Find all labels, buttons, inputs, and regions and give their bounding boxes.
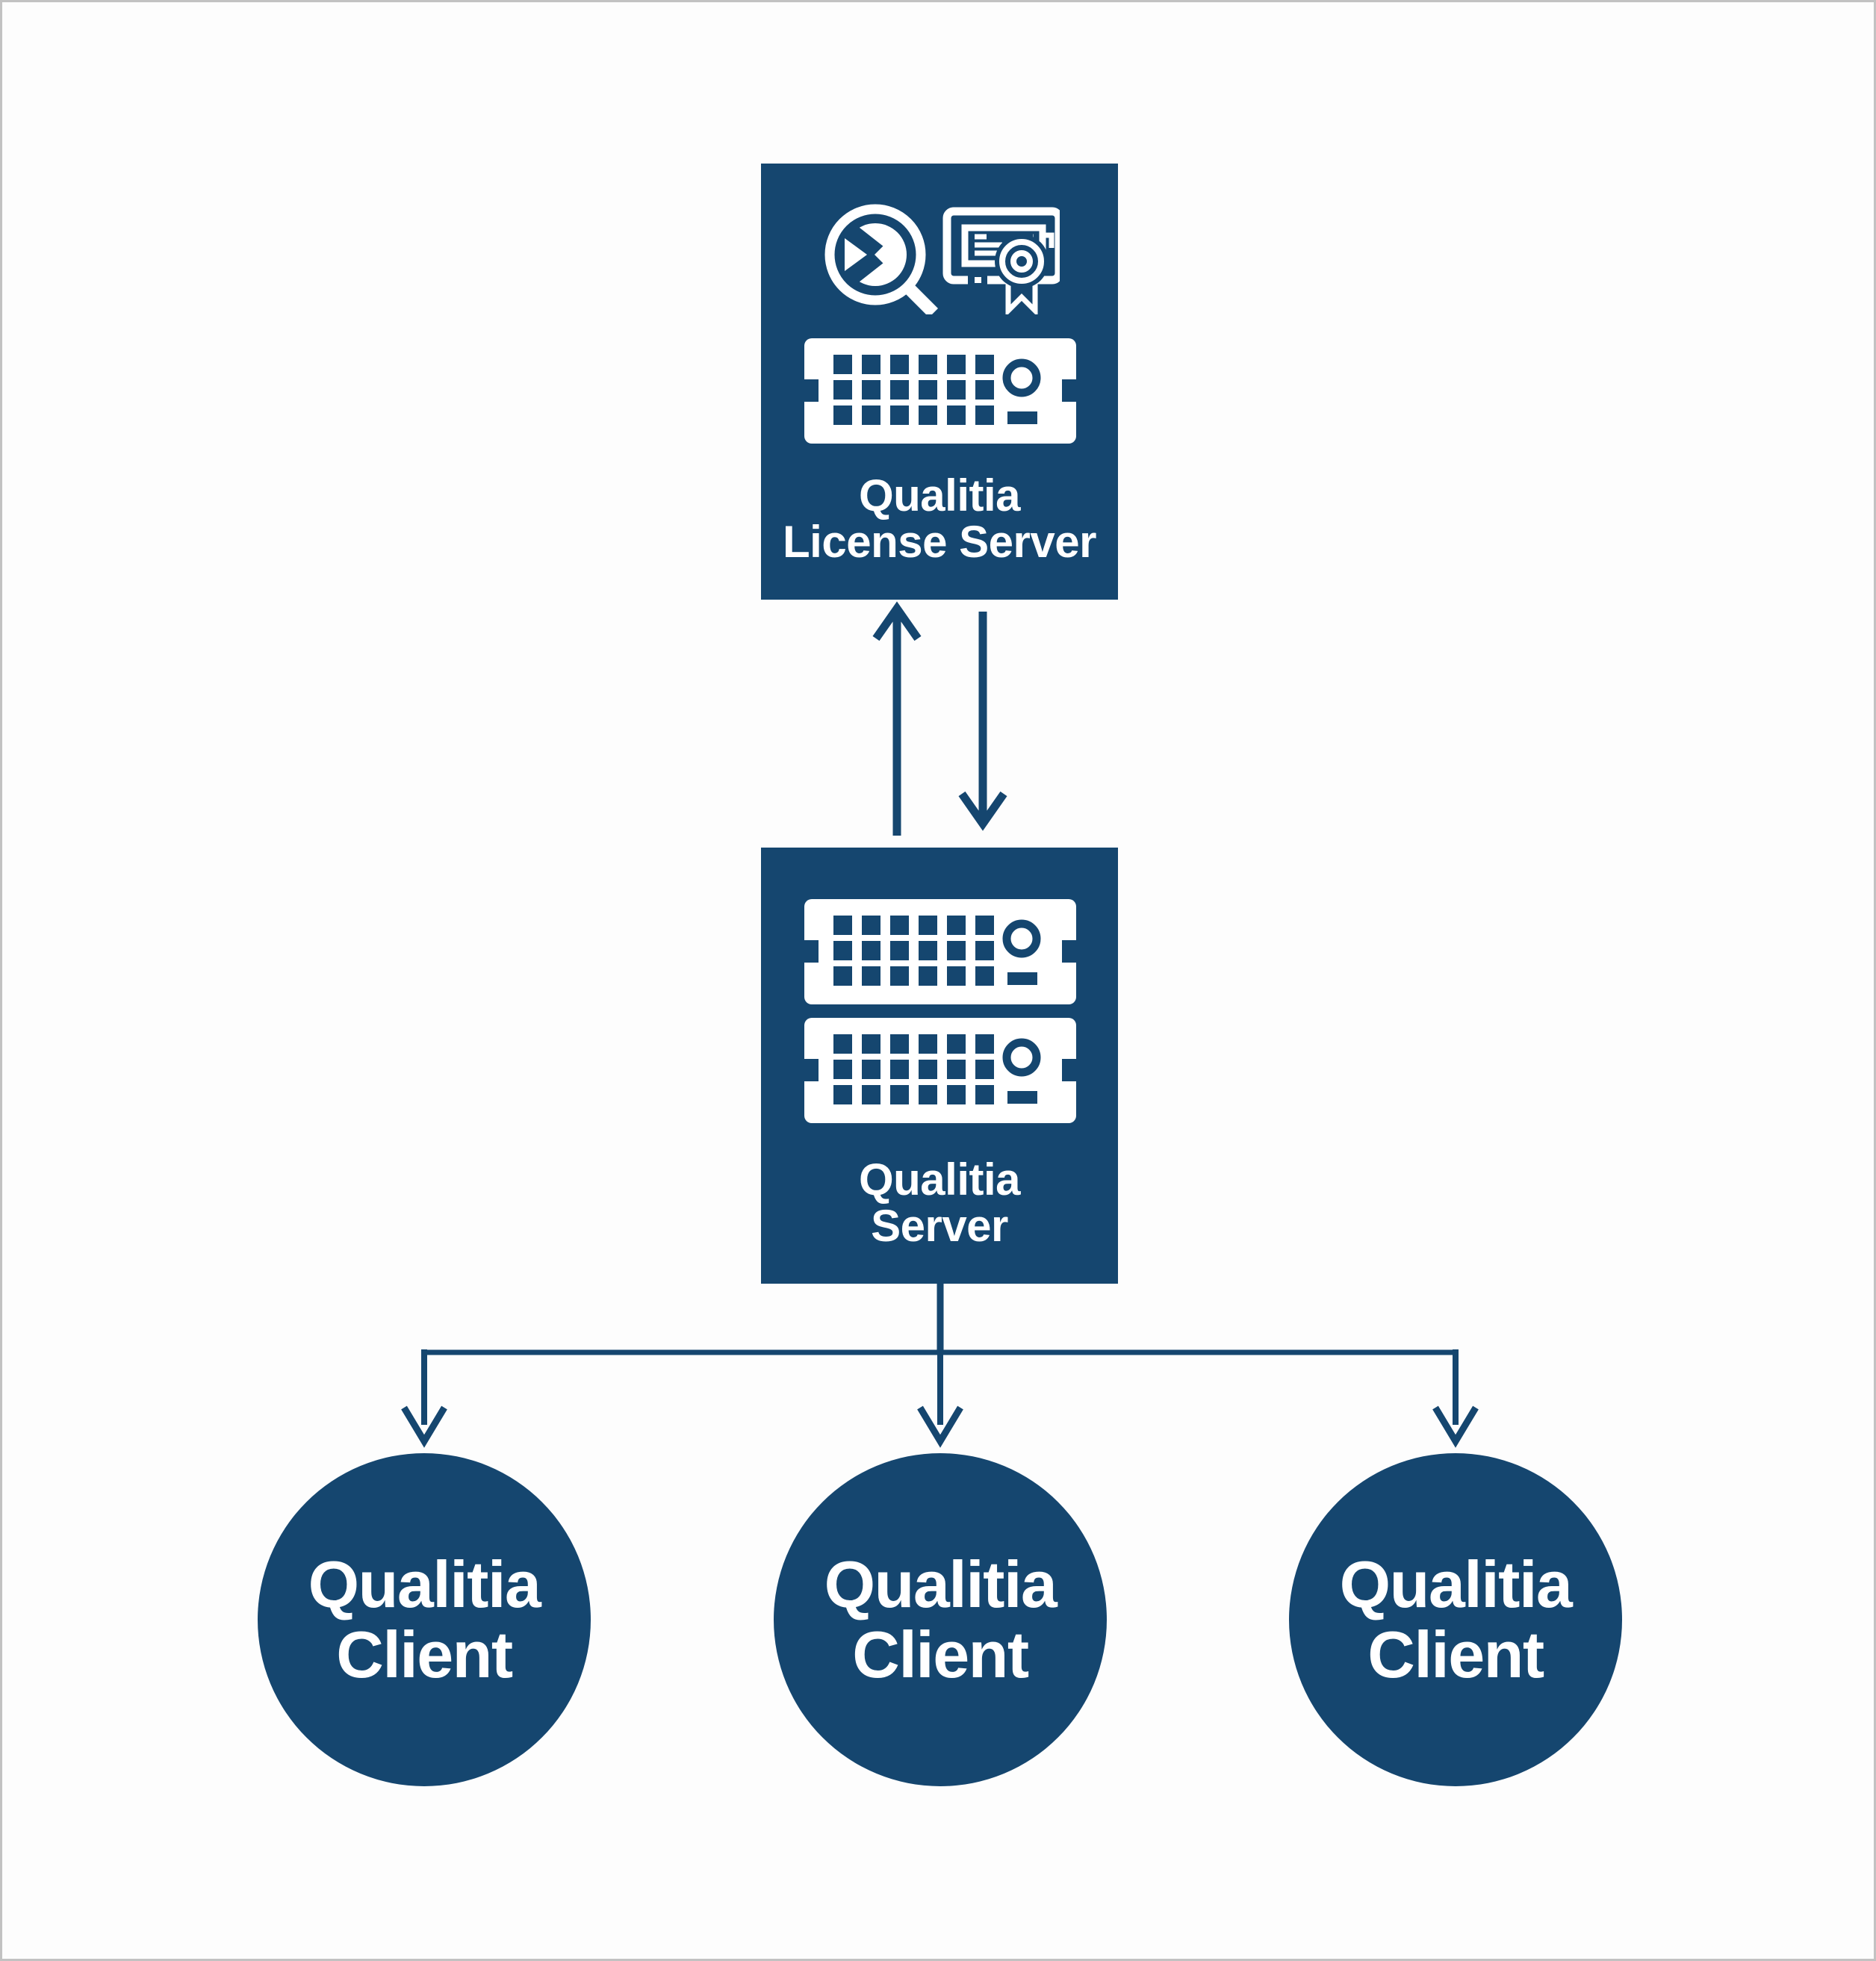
label-line: Client — [852, 1617, 1029, 1691]
client-label: Qualitia Client — [824, 1550, 1057, 1690]
license-icons-cluster — [824, 204, 1060, 314]
client-label: Qualitia Client — [308, 1550, 541, 1690]
server-rack-icon — [804, 898, 1077, 1005]
label-line: License Server — [783, 517, 1096, 567]
license-server-label: Qualitia License Server — [761, 473, 1118, 565]
client-label: Qualitia Client — [1339, 1547, 1573, 1691]
branch-arrow-center — [917, 1352, 963, 1448]
license-server-link-arrows — [872, 601, 1007, 836]
label-line: Client — [1367, 1617, 1544, 1691]
server-label: Qualitia Server — [761, 1157, 1118, 1249]
server-node: Qualitia Server — [761, 848, 1118, 1284]
client-node-2: Qualitia Client — [774, 1453, 1107, 1786]
qualitia-logo-icon — [824, 204, 939, 314]
label-line: Qualitia — [858, 1154, 1021, 1205]
server-rack-icon — [804, 1017, 1077, 1124]
label-line: Client — [336, 1617, 513, 1691]
label-line: Qualitia — [308, 1547, 541, 1621]
label-line: Qualitia — [858, 470, 1021, 520]
arrow-up-icon — [872, 601, 922, 836]
client-node-3: Qualitia Client — [1289, 1453, 1622, 1786]
arrow-down-icon — [958, 612, 1007, 831]
branch-arrow-right — [1432, 1349, 1479, 1448]
branch-arrow-left — [401, 1349, 447, 1448]
client-node-1: Qualitia Client — [258, 1453, 591, 1786]
server-to-clients-connector — [401, 1284, 1479, 1448]
label-line: Qualitia — [1339, 1547, 1573, 1621]
license-server-node: Qualitia License Server — [761, 164, 1118, 600]
label-line: Server — [871, 1201, 1008, 1251]
server-rack-icon — [804, 338, 1077, 444]
label-line: Qualitia — [824, 1547, 1057, 1621]
certificate-icon — [942, 207, 1060, 314]
